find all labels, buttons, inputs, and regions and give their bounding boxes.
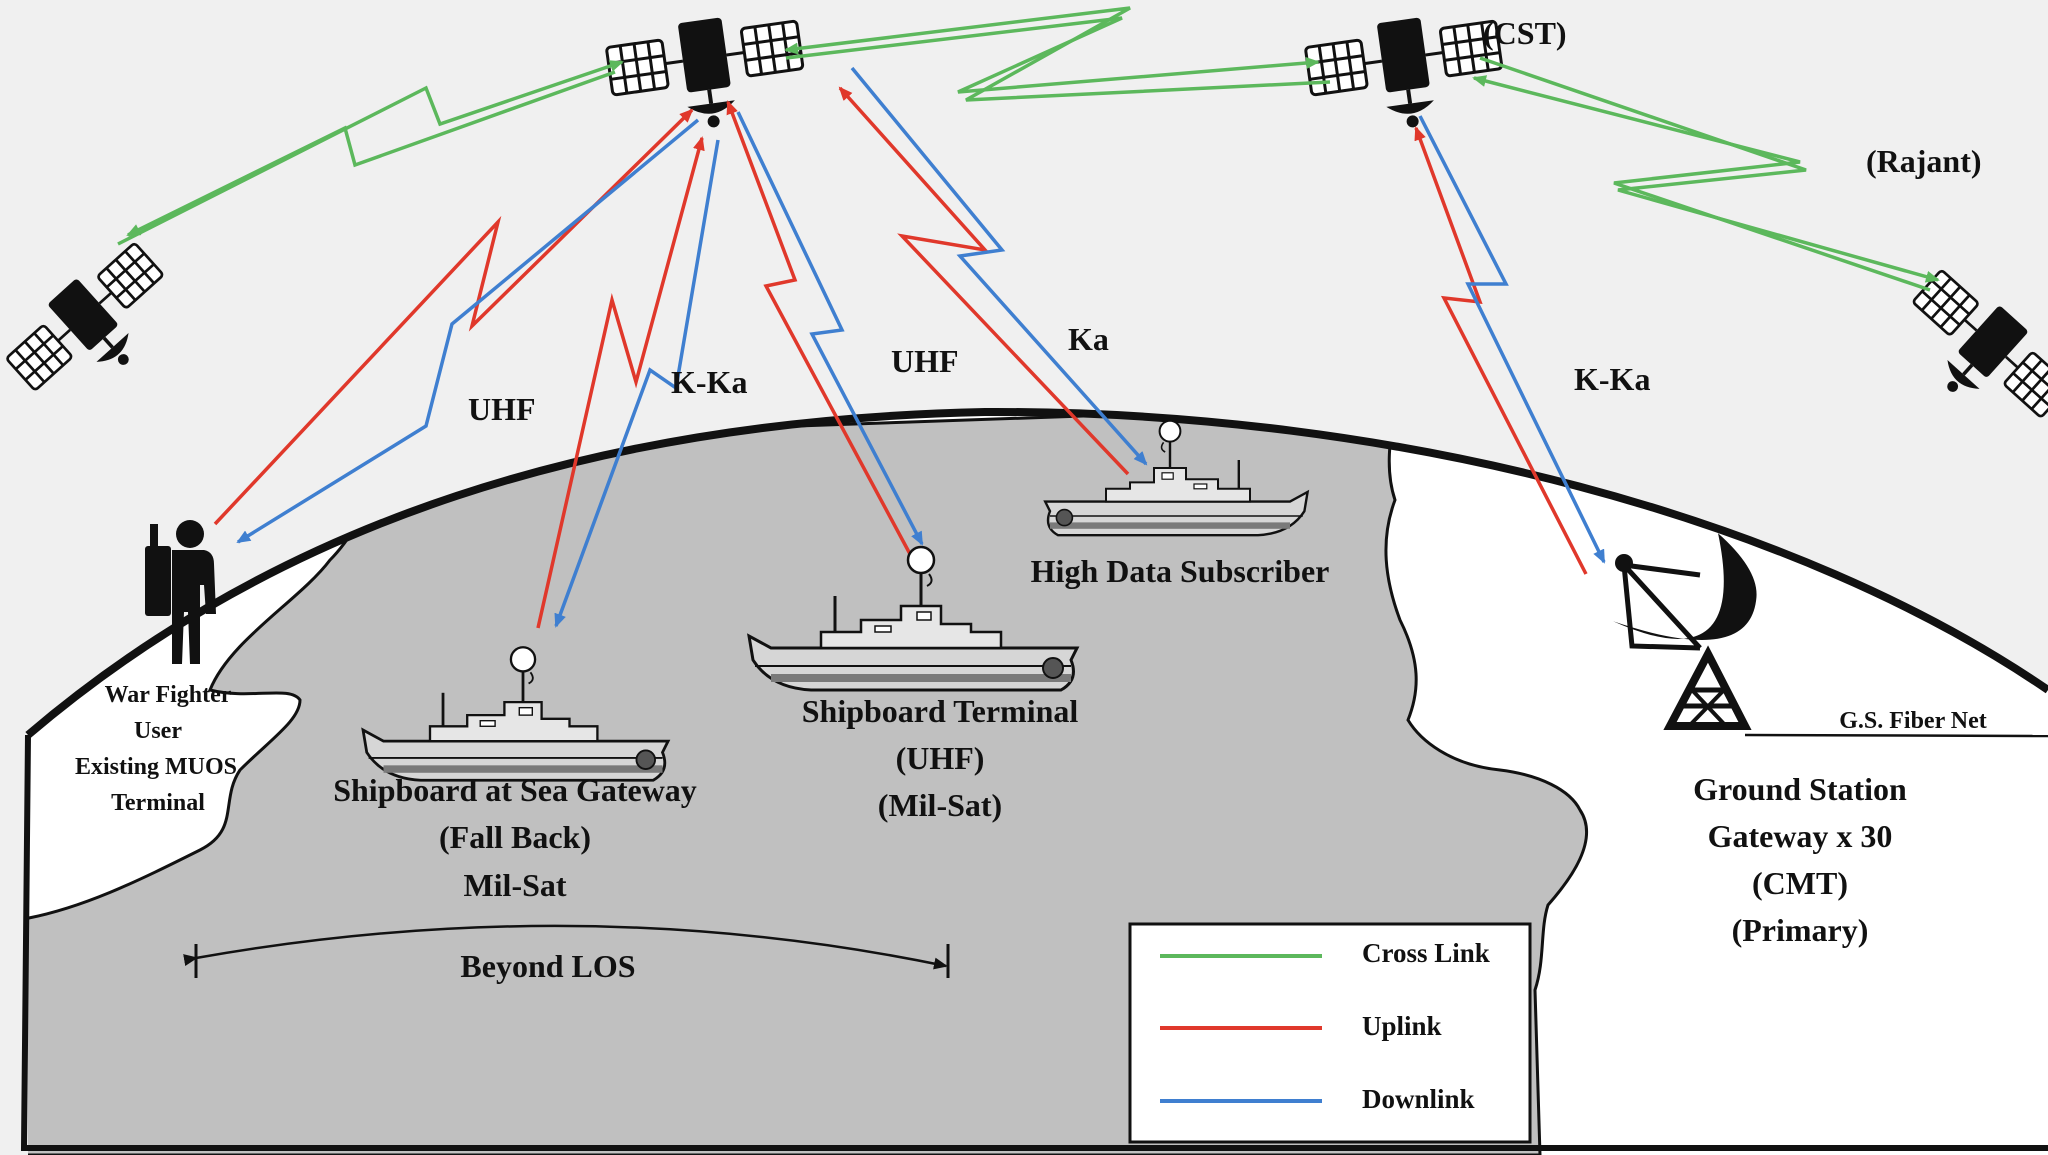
uplink-sea-gateway	[536, 136, 705, 629]
link-label-kka-left: K-Ka	[671, 364, 747, 400]
ground-station-label: Ground Station Gateway x 30 (CMT) (Prima…	[1693, 771, 1907, 948]
war-fighter-icon	[145, 520, 216, 664]
uplink-shipboard-terminal	[726, 100, 912, 555]
crosslink-cst-to-main	[784, 6, 1331, 102]
war-fighter-line-2: User	[134, 718, 182, 744]
satellite-left	[0, 231, 193, 424]
downlink-ground-station	[1418, 115, 1606, 564]
sea-gateway-line-3: Mil-Sat	[463, 867, 566, 903]
legend-label-cross: Cross Link	[1362, 938, 1490, 968]
shipboard-terminal-label: Shipboard Terminal (UHF) (Mil-Sat)	[802, 693, 1079, 823]
legend-label-uplink: Uplink	[1362, 1011, 1442, 1041]
ground-station-line-2: Gateway x 30	[1708, 818, 1893, 854]
war-fighter-line-3: Existing MUOS	[75, 754, 237, 780]
ground-station-dish-icon	[1613, 533, 1757, 730]
shipboard-terminal-line-3: (Mil-Sat)	[878, 787, 1002, 823]
shipboard-terminal-line-1: Shipboard Terminal	[802, 693, 1079, 729]
downlink-warfighter	[236, 118, 700, 544]
crosslink-cst-to-right	[1479, 56, 1940, 283]
legend-box	[1128, 922, 1532, 1144]
downlink-shipboard-terminal	[736, 111, 924, 546]
satellite-right	[1883, 258, 2048, 451]
link-label-uhf-left: UHF	[468, 391, 536, 427]
uplink-high-data	[838, 86, 1130, 476]
crosslink-right-to-cst	[1472, 75, 1931, 292]
shipboard-terminal-line-2: (UHF)	[896, 740, 985, 776]
ground-station-line-4: (Primary)	[1732, 912, 1869, 948]
cross-links	[117, 6, 1940, 292]
fiber-net-line	[1744, 733, 2048, 738]
rajant-label: (Rajant)	[1866, 143, 1982, 179]
sea-gateway-line-1: Shipboard at Sea Gateway	[333, 772, 697, 808]
ground-station-line-3: (CMT)	[1752, 865, 1848, 901]
link-label-ka: Ka	[1068, 321, 1109, 357]
satellite-main	[602, 5, 812, 143]
crosslink-main-to-left	[126, 70, 616, 237]
war-fighter-label: War Fighter User Existing MUOS Terminal	[75, 682, 237, 816]
satellite-cst	[1301, 5, 1511, 143]
cst-label: (CST)	[1483, 15, 1567, 51]
ground-station-line-1: Ground Station	[1693, 771, 1907, 807]
link-label-kka-right: K-Ka	[1574, 361, 1650, 397]
sea-gateway-line-2: (Fall Back)	[439, 819, 591, 855]
downlinks	[236, 66, 1606, 628]
war-fighter-line-1: War Fighter	[105, 682, 232, 708]
legend-label-downlink: Downlink	[1362, 1084, 1475, 1114]
link-label-uhf-mid: UHF	[891, 343, 959, 379]
crosslink-left-to-main	[117, 60, 624, 246]
uplink-ground-station	[1414, 126, 1588, 575]
high-data-subscriber-label: High Data Subscriber	[1031, 553, 1330, 589]
fiber-net-label: G.S. Fiber Net	[1839, 708, 1987, 734]
war-fighter-line-4: Terminal	[111, 790, 205, 816]
sea-gateway-label: Shipboard at Sea Gateway (Fall Back) Mil…	[333, 772, 697, 903]
crosslink-main-to-cst	[785, 16, 1320, 94]
legend: Cross Link Uplink Downlink	[1128, 922, 1532, 1144]
beyond-los-range	[183, 924, 950, 978]
downlink-high-data	[850, 66, 1148, 466]
downlink-sea-gateway	[554, 139, 720, 628]
beyond-los-label: Beyond LOS	[460, 948, 635, 984]
